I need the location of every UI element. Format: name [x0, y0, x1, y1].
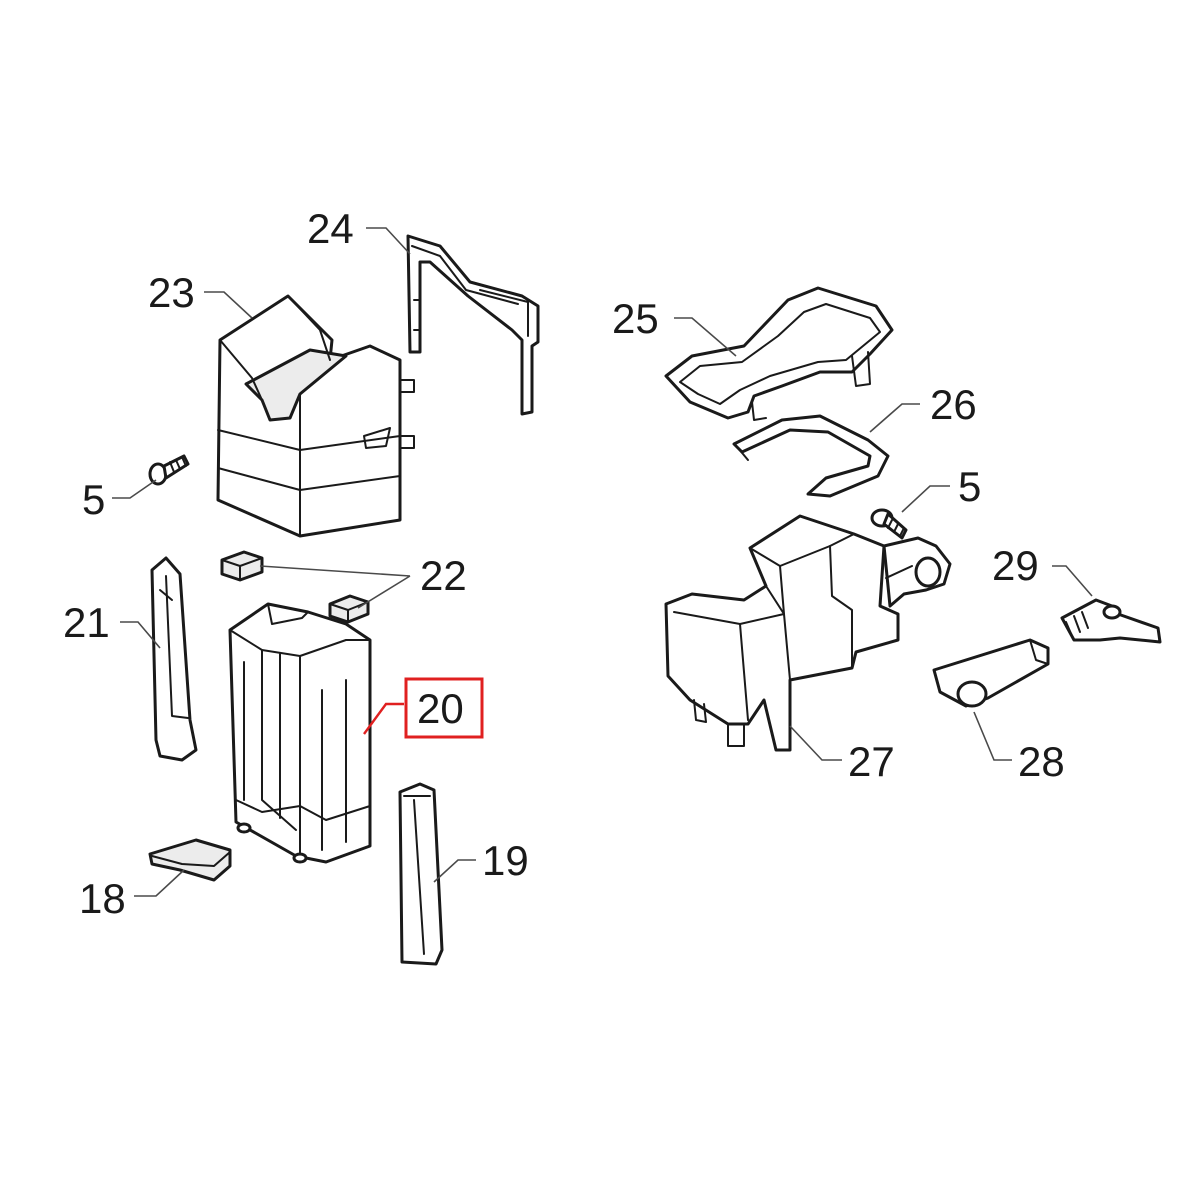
label-18: 18: [79, 875, 126, 922]
part-5-screw-right[interactable]: [870, 508, 908, 540]
label-29: 29: [992, 542, 1039, 589]
part-28-tube[interactable]: [932, 638, 1050, 708]
leader-27: [789, 725, 842, 761]
part-5-screw-left[interactable]: [148, 454, 190, 486]
label-5-right: 5: [958, 463, 981, 510]
label-28: 28: [1018, 738, 1065, 785]
label-26: 26: [930, 381, 977, 428]
label-20: 20: [417, 685, 464, 732]
leader-21: [120, 621, 161, 649]
part-27-main-housing[interactable]: [664, 514, 952, 752]
leader-24: [366, 227, 411, 255]
leader-19: [433, 859, 476, 883]
leader-23: [204, 291, 253, 319]
leader-26: [869, 403, 920, 433]
part-21-side-rail[interactable]: [150, 556, 198, 762]
part-23-top-cover[interactable]: [216, 294, 415, 538]
label-22: 22: [420, 552, 467, 599]
label-23: 23: [148, 269, 195, 316]
part-labels: 24 23 25 26 5 5 22 29 21 20 27 28 19 18: [63, 205, 1065, 922]
label-24: 24: [307, 205, 354, 252]
label-19: 19: [482, 837, 529, 884]
leader-5-right: [901, 485, 950, 513]
leader-25: [674, 317, 737, 357]
leader-22: [259, 565, 411, 609]
part-24-hanger-bracket[interactable]: [406, 234, 540, 416]
leader-lines: [112, 227, 1093, 897]
label-25: 25: [612, 295, 659, 342]
part-25-top-frame[interactable]: [664, 286, 894, 421]
leader-20-highlighted: [363, 702, 404, 735]
part-29-connector[interactable]: [1060, 598, 1162, 644]
leader-5-left: [112, 479, 157, 499]
part-22-clips[interactable]: [220, 550, 370, 624]
part-20-highlight-box: [404, 677, 484, 739]
leader-29: [1052, 565, 1093, 597]
label-27: 27: [848, 738, 895, 785]
part-18-tab[interactable]: [148, 838, 232, 882]
part-19-vertical-tube[interactable]: [398, 782, 444, 966]
label-5-left: 5: [82, 476, 105, 523]
leader-28: [973, 711, 1012, 761]
label-21: 21: [63, 599, 110, 646]
leader-18: [134, 869, 185, 897]
part-26-gasket[interactable]: [732, 414, 890, 498]
part-20-filter-cage[interactable]: [228, 602, 372, 864]
